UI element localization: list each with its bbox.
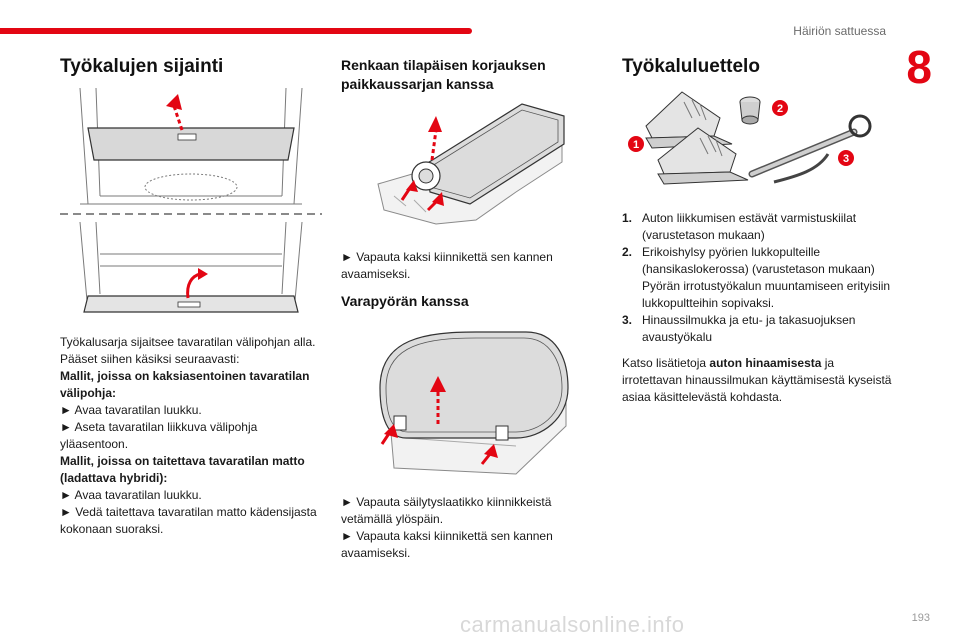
callout-3: 3 (843, 153, 849, 165)
tool-location-text: Työkalusarja sijaitsee tavaratilan välip… (60, 334, 322, 538)
column-tool-location: Työkalujen sijainti (60, 56, 322, 78)
repair-kit-illustration (366, 100, 570, 230)
list-item: 1.Auton liikkumisen estävät varmistuskii… (622, 211, 857, 242)
trunk-illustration (60, 84, 322, 324)
column-tool-list: Työkaluluettelo (622, 56, 902, 78)
title-spare-wheel: Varapyörän kanssa (341, 293, 469, 309)
watermark: carmanualsonline.info (460, 612, 685, 637)
note-text: Katso lisätietoja auton hinaamisesta ja … (622, 356, 892, 404)
tool-list: 1.Auton liikkumisen estävät varmistuskii… (622, 210, 892, 346)
heading-folding-mat: Mallit, joissa on taitettava tavaratilan… (60, 454, 305, 485)
chapter-number: 8 (906, 41, 932, 93)
step-release-clips-2: ► Vapauta kaksi kiinnikettä sen kannen a… (341, 529, 553, 560)
step-raise-floor: ► Aseta tavaratilan liikkuva välipohja y… (60, 420, 258, 451)
section-name: Häiriön sattuessa (793, 24, 886, 38)
spare-wheel-section: Varapyörän kanssa (341, 292, 571, 311)
page-number: 193 (911, 612, 930, 624)
column-repair-kit: Renkaan tilapäisen korjauksen paikkaussa… (341, 56, 571, 94)
step-open-tailgate-a: ► Avaa tavaratilan luukku. (60, 403, 202, 417)
spare-wheel-text: ► Vapauta säilytyslaatikko kiinnikkeistä… (341, 494, 571, 562)
tool-list-text: 1.Auton liikkumisen estävät varmistuskii… (622, 210, 892, 406)
title-tool-list: Työkaluluettelo (622, 56, 760, 77)
step-release-storage-box: ► Vapauta säilytyslaatikko kiinnikkeistä… (341, 495, 552, 526)
header-accent-bar (0, 28, 472, 34)
repair-kit-text: ► Vapauta kaksi kiinnikettä sen kannen a… (341, 249, 571, 283)
spare-wheel-illustration (366, 328, 570, 478)
list-item: 3.Hinaussilmukka ja etu- ja takasuojukse… (622, 313, 856, 344)
list-item: 2.Erikoishylsy pyörien lukkopulteille (h… (622, 245, 891, 310)
heading-two-position-floor: Mallit, joissa on kaksiasentoinen tavara… (60, 369, 310, 400)
step-pull-mat: ► Vedä taitettava tavaratilan matto käde… (60, 505, 317, 536)
callout-2: 2 (777, 103, 783, 115)
link-towing[interactable]: auton hinaamisesta (709, 356, 822, 370)
step-release-clips-1: ► Vapauta kaksi kiinnikettä sen kannen a… (341, 250, 553, 281)
title-repair-kit: Renkaan tilapäisen korjauksen paikkaussa… (341, 57, 546, 92)
callout-1: 1 (633, 139, 639, 151)
tools-illustration: 1 2 3 (622, 88, 880, 196)
step-open-tailgate-b: ► Avaa tavaratilan luukku. (60, 488, 202, 502)
title-tool-location: Työkalujen sijainti (60, 56, 224, 77)
intro-text: Työkalusarja sijaitsee tavaratilan välip… (60, 335, 316, 366)
